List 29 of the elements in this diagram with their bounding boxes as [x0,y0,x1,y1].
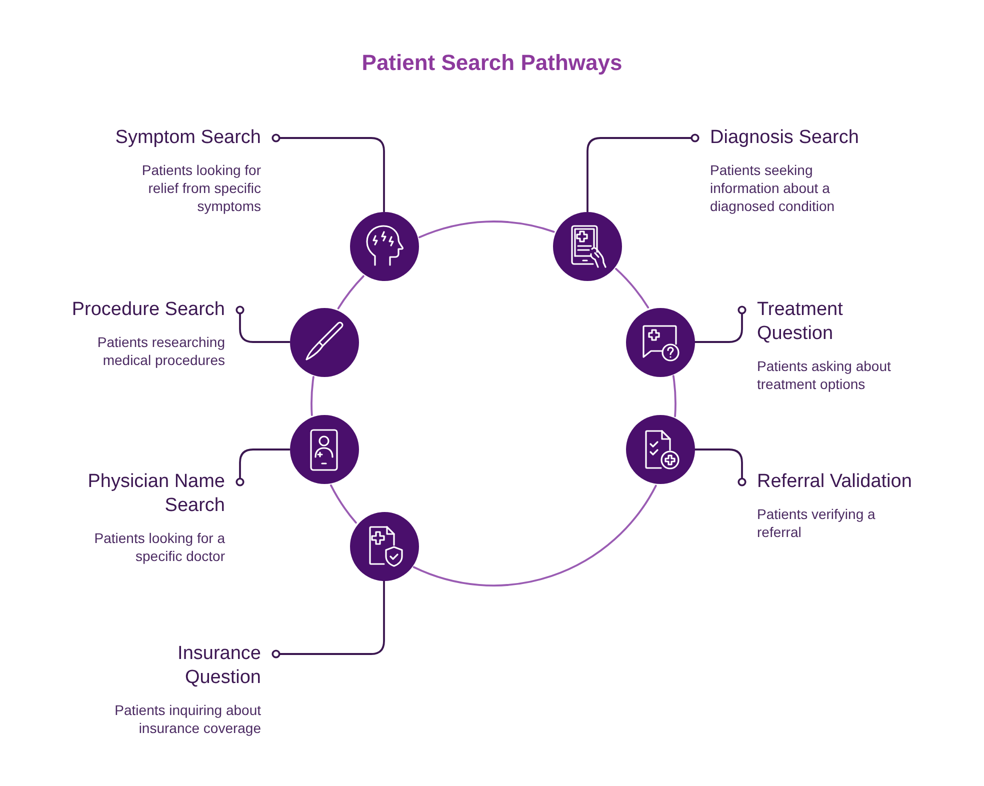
pathway-description: Patients verifying a referral [757,506,876,540]
ring-arc [337,275,364,310]
pathway-description: Patients seeking information about a diagnosed condition [710,162,835,214]
ring-arc [310,376,314,416]
leader-line [236,448,290,486]
pathway-description: Patients looking for relief from specific symptoms [142,162,261,214]
leader-line [272,134,385,212]
ring-arc [672,375,676,418]
ring-arc [330,484,357,524]
pathway-title: Treatment Question [757,299,843,344]
diagram-title: Patient Search Pathways [362,49,622,77]
pathway-title: Referral Validation [757,471,912,492]
pathway-title: Insurance Question [178,643,261,688]
ring-arc [418,220,555,238]
pathway-description: Patients looking for a specific doctor [94,530,225,564]
ring-arc [412,484,657,586]
leader-line [694,306,746,343]
pathway-title: Diagnosis Search [710,127,859,148]
pathway-description: Patients researching medical procedures [97,334,225,368]
pathway-title: Physician Name Search [88,471,225,516]
pathway-title: Symptom Search [115,127,261,148]
ring-arc [615,268,650,308]
leader-line [694,448,746,486]
leader-line [236,306,290,343]
pathway-description: Patients asking about treatment options [757,358,891,392]
leader-line [586,134,700,212]
pathway-title: Procedure Search [72,299,225,320]
leader-line [272,580,385,658]
pathway-description: Patients inquiring about insurance coverage [114,702,261,736]
